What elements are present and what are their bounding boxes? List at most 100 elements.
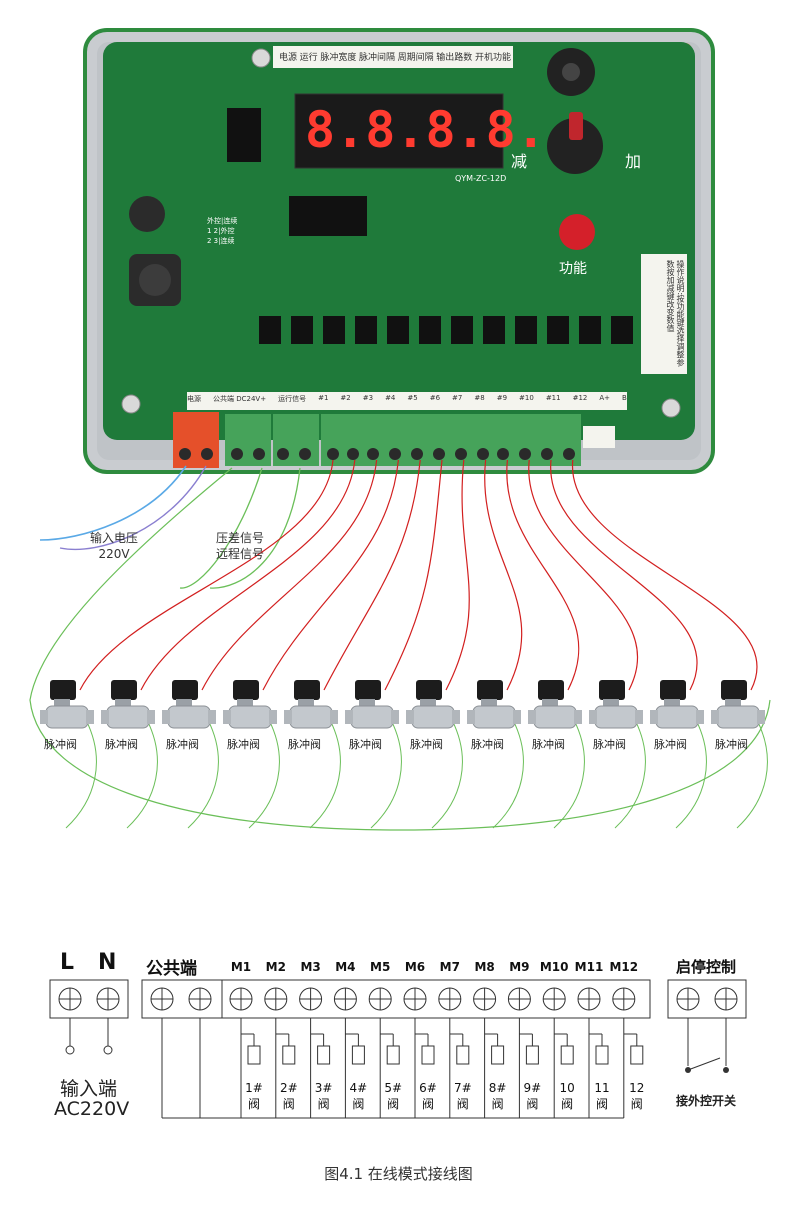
valve-number-label: 5#阀 [384,1080,402,1112]
common-terminal-label: 公共端 [146,959,197,979]
valve-label: 脉冲阀 [532,738,565,751]
terminal-label-12: #12 [572,394,588,402]
terminal-screw-icon [150,987,174,1011]
valve-number-label: 8# 阀 [489,1080,507,1112]
valve-return-wire [248,719,280,829]
valve-return-wire [187,719,219,829]
terminal-screw-icon [333,987,357,1011]
ln-terminal-dot [103,1045,113,1055]
input-voltage-value: 220V [98,547,130,561]
terminal-screw-icon [542,987,566,1011]
pulse-valve-icon [467,680,521,729]
terminal-label-11: #11 [545,394,561,402]
valve-return-wire [492,719,524,829]
m-terminal-label: M9 [509,960,530,974]
valve-return-wire [736,719,768,829]
terminal-screw-icon [229,987,253,1011]
ln-label-n: N [98,950,117,975]
m-terminal-label: M7 [439,960,460,974]
valve-coil-icon [630,1045,644,1065]
board-minus-label: 减 [511,152,528,171]
pulse-valve-icon [162,680,216,729]
valve-suffix: 阀 [491,1097,504,1111]
valve-coil-icon [456,1045,470,1065]
valve-number: 4# [349,1081,368,1095]
ln-terminal-dot [65,1045,75,1055]
terminal-screw-icon [96,987,120,1011]
valve-label: 脉冲阀 [471,738,504,751]
board-plus-label: 加 [625,152,642,171]
valve-signal-wire [201,459,378,691]
valve-suffix: 阀 [526,1097,539,1111]
valve-number-label: 9#阀 [523,1080,542,1112]
valve-label: 脉冲阀 [288,738,321,751]
terminal-label-7: #7 [452,394,463,402]
board-operation-note: 操作说明:按功能键选择调整参数按加减键改变数值 [643,260,685,372]
valve-return-wire [370,719,402,829]
terminal-screw-icon [507,987,531,1011]
board-label-pulse-interval: 脉冲间隔 [358,53,395,63]
terminal-label-b: B [622,394,627,402]
valve-row [40,680,765,729]
seven-segment-display: 8. 8. 8. 8. [305,100,546,160]
valve-return-wire [65,719,97,829]
terminal-label-10: #10 [519,394,534,402]
valve-coil-icon [351,1045,365,1065]
valve-number: 3# [314,1081,333,1095]
terminal-screw-icon [438,987,462,1011]
terminal-screw-icon [264,987,288,1011]
m-terminal-label: M1 [230,960,252,974]
valve-number: 1# [245,1081,263,1095]
terminal-label-9: #9 [496,394,508,402]
pulse-valve-icon [101,680,155,729]
valve-suffix: 阀 [595,1097,608,1111]
terminal-label-power: 电源 [187,395,201,403]
m-terminal-label: M3 [300,960,321,974]
signal-note: 压差信号 远程信号 [216,530,264,562]
valve-suffix: 阀 [352,1097,365,1111]
ln-label-l: L [60,950,75,975]
valve-signal-wire [528,459,638,691]
terminal-label-5: #5 [407,394,418,402]
board-label-cycle-interval: 周期间隔 [397,53,434,63]
valve-suffix: 阀 [317,1097,330,1111]
terminal-screw-icon [188,987,212,1011]
valve-signal-wire [262,459,399,691]
board-top-labels: 电源 运行 脉冲宽度 脉冲间隔 周期间隔 输出路数 开机功能 [279,50,511,63]
valve-number: 8# [488,1081,507,1095]
valve-number-label: 10 阀 [558,1080,576,1112]
valve-label: 脉冲阀 [654,738,687,751]
valve-label: 脉冲阀 [593,738,626,751]
valve-suffix: 阀 [282,1097,295,1111]
signal-wire-2 [209,467,301,589]
valve-return-wire [126,719,158,829]
terminal-label-1: #1 [318,394,329,402]
board-label-pulse-width: 脉冲宽度 [320,53,357,63]
valve-label: 脉冲阀 [227,738,260,751]
external-switch-label: 接外控开关 [676,1094,737,1108]
input-terminal-label: 输入端 [60,1078,118,1100]
pulse-valve-icon [589,680,643,729]
m-terminal-label: M12 [609,960,639,974]
valve-coil-icon [247,1045,261,1065]
valve-suffix: 阀 [247,1097,260,1111]
valve-number-label: 3# 阀 [315,1080,333,1112]
valve-number: 2# [279,1081,298,1095]
signal-label-remote: 远程信号 [216,547,265,561]
valve-label: 脉冲阀 [410,738,443,751]
valve-signal-wire [79,459,334,691]
valve-return-wire [309,719,341,829]
pulse-valve-icon [284,680,338,729]
board-label-run: 运行 [299,53,318,63]
valve-number: 10 [559,1081,575,1095]
terminal-label-2: #2 [340,394,351,402]
pulse-valve-icon [345,680,399,729]
mode-line-2: 1 2|外控 [207,227,235,235]
valve-suffix: 阀 [561,1097,574,1111]
board-function-label: 功能 [559,261,587,277]
valve-coil-icon [421,1045,435,1065]
valve-number-label: 7#阀 [454,1080,472,1112]
valve-number-label: 4# 阀 [349,1080,368,1112]
m-terminal-label: M11 [574,960,604,974]
terminal-screw-icon [612,987,636,1011]
